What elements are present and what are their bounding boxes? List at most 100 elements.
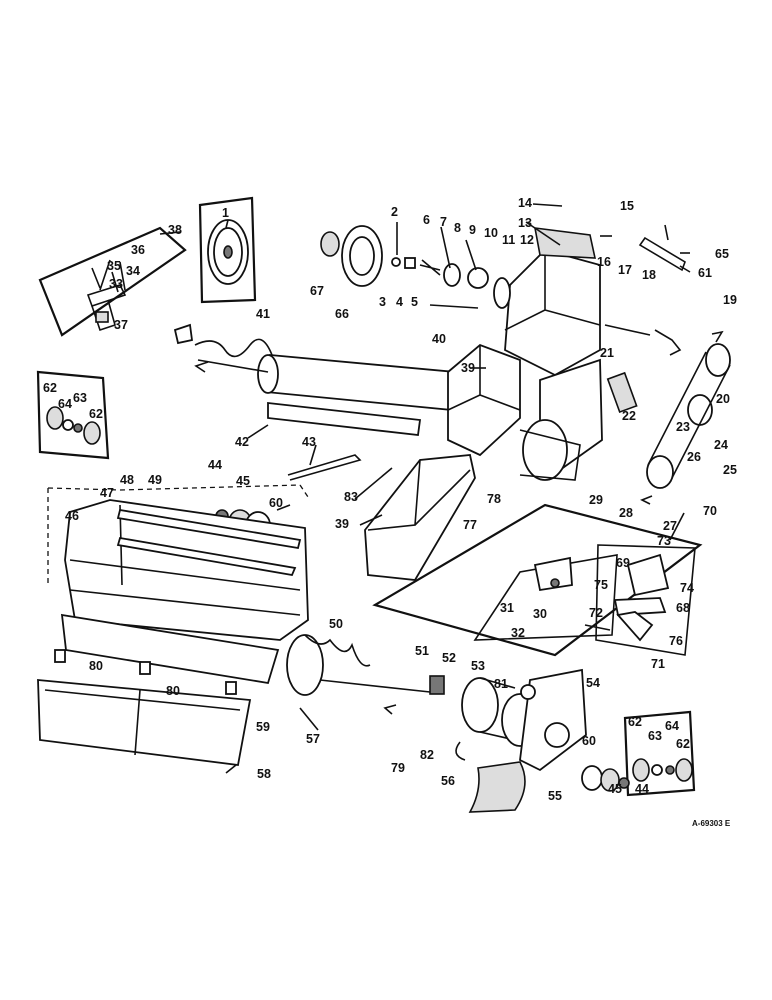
- callout-15: 15: [620, 199, 634, 213]
- callout-37: 37: [114, 318, 128, 332]
- callout-76: 76: [669, 634, 683, 648]
- callout-31: 31: [500, 601, 514, 615]
- shaft-18: [604, 324, 682, 356]
- callout-46: 46: [65, 509, 79, 523]
- callout-45-left: 45: [236, 474, 250, 488]
- callout-66: 66: [335, 307, 349, 321]
- bearing-60-45-44-right: [581, 765, 630, 792]
- callout-48: 48: [120, 473, 134, 487]
- callout-73: 73: [657, 534, 671, 548]
- callout-4: 4: [396, 295, 403, 309]
- callout-62-left-a: 62: [43, 381, 57, 395]
- callout-39-lower: 39: [335, 517, 349, 531]
- callout-75: 75: [594, 578, 608, 592]
- callout-44-right: 44: [635, 782, 649, 796]
- elevator-housing-upper: [447, 343, 521, 457]
- callout-61: 61: [698, 266, 712, 280]
- callout-77: 77: [463, 518, 477, 532]
- callout-47: 47: [100, 486, 114, 500]
- callout-49: 49: [148, 473, 162, 487]
- screen-58: [37, 679, 252, 766]
- callout-21: 21: [600, 346, 614, 360]
- inset-box-62-64-left: [36, 370, 110, 460]
- callout-11: 11: [502, 233, 515, 247]
- callout-64-left: 64: [58, 397, 72, 411]
- callout-81: 81: [494, 677, 508, 691]
- leader-lines: [159, 203, 691, 774]
- lower-auger: [286, 634, 431, 696]
- callout-63-right: 63: [648, 729, 662, 743]
- callout-83: 83: [344, 490, 358, 504]
- inset-box-62-64-right: [623, 710, 696, 797]
- callout-79: 79: [391, 761, 405, 775]
- gearcase-12: [504, 227, 601, 377]
- callout-23: 23: [676, 420, 690, 434]
- callout-51: 51: [415, 644, 429, 658]
- callout-28: 28: [619, 506, 633, 520]
- angle-bracket-42: [267, 401, 422, 436]
- callout-68: 68: [676, 601, 690, 615]
- hopper-trough: [64, 499, 309, 641]
- link-61: [638, 224, 686, 272]
- pulleys-66-67: [320, 225, 383, 287]
- callout-33: 33: [109, 277, 123, 291]
- section-21: [519, 358, 603, 481]
- callout-39-upper: 39: [461, 361, 475, 375]
- callout-9: 9: [469, 223, 476, 237]
- elevator-housing-lower: [364, 454, 476, 581]
- callout-80-a: 80: [89, 659, 103, 673]
- callout-13: 13: [518, 216, 532, 230]
- callout-5: 5: [411, 295, 418, 309]
- callout-58: 58: [257, 767, 271, 781]
- callout-29: 29: [589, 493, 603, 507]
- callout-25: 25: [723, 463, 737, 477]
- callout-2: 2: [391, 205, 398, 219]
- callout-70: 70: [703, 504, 717, 518]
- inset-box-1: [198, 196, 257, 304]
- callout-45-right: 45: [608, 782, 622, 796]
- callout-64-right: 64: [665, 719, 679, 733]
- callout-27: 27: [663, 519, 677, 533]
- callout-54: 54: [586, 676, 600, 690]
- callout-16: 16: [597, 255, 611, 269]
- callout-82: 82: [420, 748, 434, 762]
- callout-30: 30: [533, 607, 547, 621]
- strips-80: [54, 649, 237, 695]
- callout-35: 35: [107, 259, 121, 273]
- callout-41: 41: [256, 307, 270, 321]
- callout-36: 36: [131, 243, 145, 257]
- callout-32: 32: [511, 626, 525, 640]
- callout-22: 22: [622, 409, 636, 423]
- inset-box-38: [38, 226, 187, 337]
- callout-18: 18: [642, 268, 656, 282]
- callout-80-b: 80: [166, 684, 180, 698]
- callout-38: 38: [168, 223, 182, 237]
- callout-62-right-a: 62: [628, 715, 642, 729]
- callout-19: 19: [723, 293, 737, 307]
- callout-59: 59: [256, 720, 270, 734]
- upper-auger-tube: [173, 323, 456, 411]
- callout-72: 72: [589, 606, 603, 620]
- callout-8: 8: [454, 221, 461, 235]
- callout-42: 42: [235, 435, 249, 449]
- callout-6: 6: [423, 213, 430, 227]
- callout-55: 55: [548, 789, 562, 803]
- callout-60-left: 60: [269, 496, 283, 510]
- direction-arrows: [194, 330, 724, 715]
- callout-78: 78: [487, 492, 501, 506]
- callout-40: 40: [432, 332, 446, 346]
- callout-56: 56: [441, 774, 455, 788]
- callout-57: 57: [306, 732, 320, 746]
- callout-3: 3: [379, 295, 386, 309]
- callout-74: 74: [680, 581, 694, 595]
- callout-17: 17: [618, 263, 632, 277]
- callout-10: 10: [484, 226, 498, 240]
- callout-43: 43: [302, 435, 316, 449]
- callout-53: 53: [471, 659, 485, 673]
- callout-labels: 1 2 3 4 5 6 7 8 9 10 11 12 13 14 15 16 1…: [43, 196, 737, 828]
- dashed-hopper-outline: [47, 484, 311, 585]
- callout-7: 7: [440, 215, 447, 229]
- callout-71: 71: [651, 657, 665, 671]
- callout-26: 26: [687, 450, 701, 464]
